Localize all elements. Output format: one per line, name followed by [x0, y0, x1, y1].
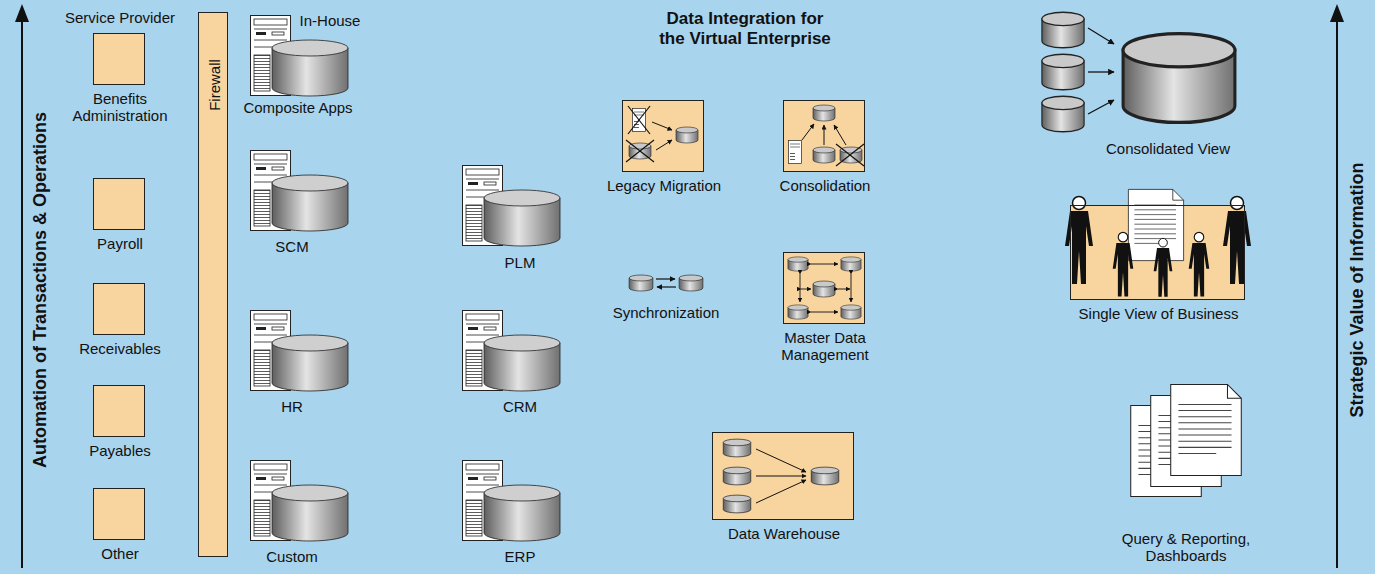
box-label: Payables — [64, 442, 176, 459]
system-label: Custom — [242, 548, 342, 565]
system-label: CRM — [470, 398, 570, 415]
system-label: SCM — [242, 238, 342, 255]
box-label: Other — [64, 545, 176, 562]
box-label: Legacy Migration — [589, 177, 739, 194]
integration-panel: Data Warehouse — [712, 432, 854, 520]
axis-label: Automation of Transactions & Operations — [32, 112, 49, 468]
service-box: Benefits Administration — [93, 33, 145, 85]
integration-panel: Legacy Migration — [622, 100, 704, 172]
business-view-panel: Single View of Business — [1070, 205, 1245, 300]
axis-label: Strategic Value of Information — [1349, 162, 1366, 417]
firewall-label: Firewall — [206, 59, 223, 111]
service-box: Receivables — [93, 283, 145, 335]
group-heading: Service Provider — [50, 9, 190, 26]
box-label: Consolidation — [750, 177, 900, 194]
integration-label: Synchronization — [591, 304, 741, 321]
box-label: Single View of Business — [1049, 305, 1269, 322]
system-label: ERP — [470, 548, 570, 565]
view-label: Query & Reporting, Dashboards — [1114, 530, 1259, 564]
box-label: Data Warehouse — [694, 525, 874, 542]
diagram-title: Data Integration for the Virtual Enterpr… — [630, 9, 860, 49]
box-label: Benefits Administration — [64, 90, 176, 124]
box-label: Receivables — [64, 340, 176, 357]
firewall-bar: Firewall — [198, 12, 228, 557]
group-heading: In-House — [280, 12, 380, 29]
system-label: HR — [242, 398, 342, 415]
service-box: Payables — [93, 385, 145, 437]
service-box: Other — [93, 488, 145, 540]
system-label: Composite Apps — [228, 99, 368, 116]
view-label: Consolidated View — [1078, 140, 1258, 157]
box-label: Master Data Management — [765, 329, 885, 363]
system-label: PLM — [470, 254, 570, 271]
integration-panel: Master Data Management — [783, 252, 865, 324]
box-label: Payroll — [64, 235, 176, 252]
service-box: Payroll — [93, 178, 145, 230]
integration-panel: Consolidation — [783, 100, 865, 172]
